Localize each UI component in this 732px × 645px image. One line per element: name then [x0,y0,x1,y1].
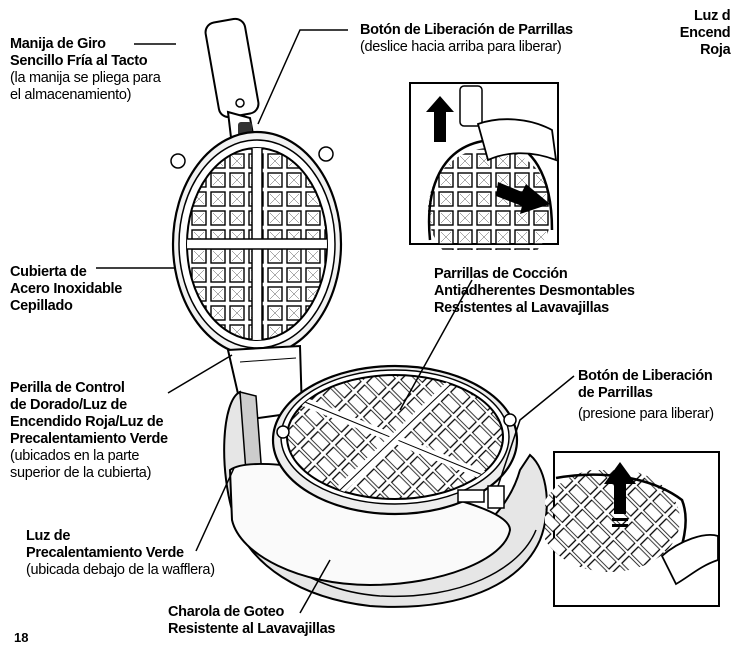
plates-line-2: Antiadherentes Desmontables [434,283,635,299]
cover-line-3: Cepillado [10,298,73,314]
label-release-top: Botón de Liberación de Parrillas (deslic… [360,22,573,56]
up-arrow-icon [426,96,454,142]
lid-art [170,130,343,358]
label-red-light-cut: Luz d Encend Roja [680,8,731,59]
label-green-light: Luz de Precalentamiento Verde (ubicada d… [26,528,215,579]
release-top-title: Botón de Liberación de Parrillas [360,22,573,38]
label-drip-tray: Charola de Goteo Resistente al Lavavajil… [168,604,335,638]
release-bottom-note: (presione para liberar) [578,406,714,422]
knob-note-1: (ubicados en la parte [10,448,140,464]
cover-line-1: Cubierta de [10,264,87,280]
red-light-line-3: Roja [700,42,731,58]
handle-note-2: el almacenamiento) [10,87,132,103]
green-light-note: (ubicada debajo de la wafflera) [26,562,215,578]
inset-press-release [545,451,720,607]
plates-line-1: Parrillas de Cocción [434,266,568,282]
release-bottom-title-1: Botón de Liberación [578,368,713,384]
plates-line-3: Resistentes al Lavavajillas [434,300,609,316]
release-top-note: (deslice hacia arriba para liberar) [360,39,562,55]
knob-line-1: Perilla de Control [10,380,125,396]
knob-line-3: Encendido Roja/Luz de [10,414,164,430]
page-number: 18 [14,630,29,645]
knob-line-2: de Dorado/Luz de [10,397,127,413]
knob-note-2: superior de la cubierta) [10,465,152,481]
inset-slide-release [409,82,559,250]
drip-tray-line-2: Resistente al Lavavajillas [168,621,336,637]
knob-line-4: Precalentamiento Verde [10,431,168,447]
bottom-plate-art [271,364,519,516]
release-bottom-title-2: de Parrillas [578,385,653,401]
handle-title-1: Manija de Giro [10,36,106,52]
red-light-line-2: Encend [679,25,731,41]
label-knob: Perilla de Control de Dorado/Luz de Ence… [10,380,168,482]
press-up-arrow-icon [604,462,636,514]
red-light-line-1: Luz d [694,8,731,24]
label-plates: Parrillas de Cocción Antiadherentes Desm… [434,266,635,317]
label-handle: Manija de Giro Sencillo Fría al Tacto (l… [10,36,161,104]
label-release-bottom: Botón de Liberación de Parrillas (presio… [578,368,714,423]
right-arrow-icon [496,182,550,214]
cover-line-2: Acero Inoxidable [10,281,123,297]
green-light-title-1: Luz de [26,528,71,544]
leader-lines [96,29,575,614]
handle-art [204,17,260,152]
green-light-title-2: Precalentamiento Verde [26,545,184,561]
label-cover: Cubierta de Acero Inoxidable Cepillado [10,264,122,315]
drip-tray-line-1: Charola de Goteo [168,604,285,620]
handle-note-1: (la manija se pliega para [10,70,161,86]
handle-title-2: Sencillo Fría al Tacto [10,53,148,69]
